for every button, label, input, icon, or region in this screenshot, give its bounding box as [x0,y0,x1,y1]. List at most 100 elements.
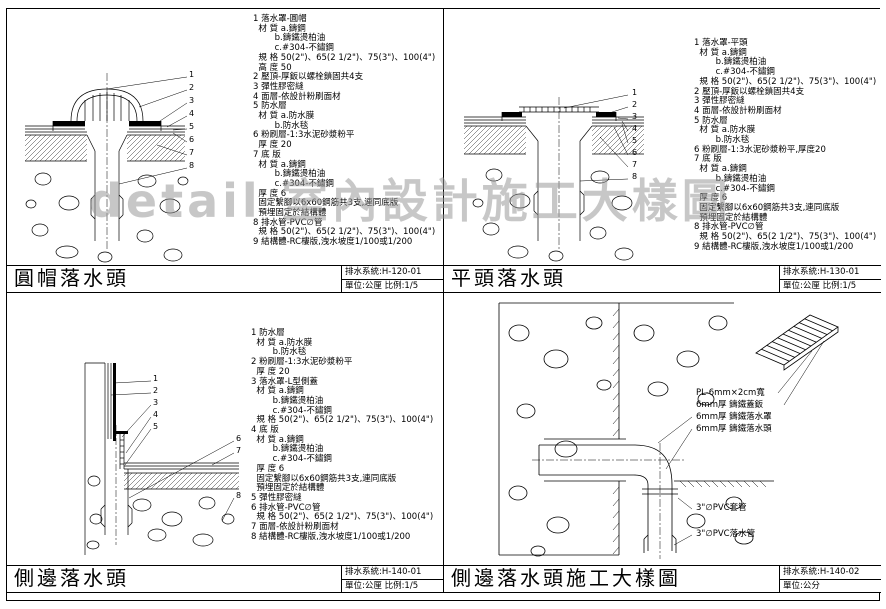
annotation-line: 3 彈性膠密縫 [694,96,745,107]
annotation-line: 3 落水罩-L型側蓋 [251,376,318,387]
drawing-number: 排水系統:H-130-01 [780,266,881,280]
annotation-line: 預埋固定於結構體 [253,208,327,219]
annotation-line: 1 防水層 [251,328,285,338]
annotation-line: b.鑄鐵燙柏油 [253,169,326,180]
annotation-line: 1 落水罩-圓帽 [253,14,307,24]
flat-head-drain-section-drawing [464,94,644,262]
leader-number: 2 [153,386,159,395]
leader-number: 6 [189,135,195,144]
panel-flat-head-drain: 1 落水罩-平頭 材 質 a.鑄鋼 b.鑄鐵燙柏油 c.#304-不鏽鋼 規 格… [444,9,881,293]
annotation-line: 厚 度 20 [251,366,290,377]
annotation-line: c.#304-不鏽鋼 [694,67,775,78]
panel-title: 平頭落水頭 [451,266,566,290]
leader-number: 5 [632,136,638,145]
panel-title: 側邊落水頭施工大樣圖 [451,566,681,590]
annotation-line: 固定繫腳以6x60鋼筋共3支,連同底版 [251,473,397,484]
annotation-line: b.防水毯 [694,135,750,146]
annotation-line: 厚 度 6 [251,463,285,474]
leader-number: 6 [632,148,638,157]
annotation-line: 4 面層-依設計粉刷面材 [694,105,782,116]
annotation-list-round-cap: 1 落水罩-圓帽 材 質 a.鑄鋼 b.鑄鐵燙柏油 c.#304-不鏽鋼 規 格… [253,14,436,248]
annotation-list-flat-head: 1 落水罩-平頭 材 質 a.鑄鋼 b.鑄鐵燙柏油 c.#304-不鏽鋼 規 格… [694,38,877,252]
panel-title: 側邊落水頭 [14,566,129,590]
leader-number: 8 [632,172,638,181]
drawing-info-box: 排水系統:H-130-01 單位:公厘 比例:1/5 [779,266,881,292]
annotation-line: 9 結構體-RC樓版,洩水坡度1/100或1/200 [694,241,854,252]
callout-pvc-sleeve: 3"∅PVC套管 [696,503,747,513]
leader-number: 7 [632,160,638,169]
drawing-number: 排水系統:H-120-01 [342,266,443,280]
annotation-line: b.鑄鐵燙柏油 [251,395,324,406]
leader-number: 8 [189,161,195,170]
leader-number: 1 [632,88,638,97]
leader-number: 7 [189,148,195,157]
annotation-line: 7 底 版 [694,154,722,165]
annotation-line: 5 彈性膠密縫 [251,492,302,503]
annotation-line: 1 落水罩-平頭 [694,38,748,48]
annotation-line: 4 面層-依設計粉刷面材 [253,91,341,102]
title-block: 圓帽落水頭 排水系統:H-120-01 單位:公厘 比例:1/5 [7,265,443,292]
annotation-line: c.#304-不鏽鋼 [253,178,334,189]
leader-number: 1 [189,70,195,79]
leader-number: 8 [236,491,242,500]
round-cap-drain-section-drawing [25,73,189,263]
annotation-line: 4 底 版 [251,425,279,436]
annotation-line: b.鑄鐵燙柏油 [694,57,767,68]
drawing-info-box: 排水系統:H-140-01 單位:公厘 比例:1/5 [341,566,443,592]
leader-number: 4 [153,410,159,419]
callout-grate-cover: 6mm厚 鑄鐵蓋鈑 [696,400,764,410]
leader-number: 4 [189,109,195,118]
annotation-line: 預埋固定於結構體 [694,212,768,223]
panel-title: 圓帽落水頭 [14,266,129,290]
unit-scale: 單位:公分 [783,580,820,591]
annotation-line: b.鑄鐵燙柏油 [253,33,326,44]
annotation-line: 7 面層-依設計粉刷面材 [251,522,339,533]
annotation-line: c.#304-不鏽鋼 [251,405,332,416]
annotation-line: 厚 度 6 [253,188,287,199]
annotation-line: 固定繫腳以6x60鋼筋共3支,連同底版 [694,202,840,213]
annotation-line: 2 粉刷層-1:3水泥砂漿粉平 [251,357,353,368]
annotation-line: 8 結構體-RC樓版,洩水坡度1/100或1/200 [251,531,411,542]
annotation-line: 2 壓頂-厚鈑以螺栓鎖固共4支 [694,86,805,97]
annotation-line: 材 質 a.防水膜 [253,111,315,122]
leader-number: 3 [153,398,159,407]
annotation-line: c.#304-不鏽鋼 [253,43,334,54]
title-block: 側邊落水頭 排水系統:H-140-01 單位:公厘 比例:1/5 [7,565,443,592]
leader-number: 7 [236,446,242,455]
drawing-area-flat-head: 1 落水罩-平頭 材 質 a.鑄鋼 b.鑄鐵燙柏油 c.#304-不鏽鋼 規 格… [444,9,881,265]
annotation-line: 規 格 50(2")、65(2 1/2")、75(3")、100(4") [253,52,436,63]
annotation-line: 規 格 50(2")、65(2 1/2")、75(3")、100(4") [694,76,877,87]
drawing-number: 排水系統:H-140-01 [342,566,443,580]
unit-scale: 單位:公厘 比例:1/5 [783,280,857,291]
leader-number: 6 [236,434,242,443]
leader-number: 3 [189,96,195,105]
unit-scale: 單位:公厘 比例:1/5 [345,580,419,591]
title-block: 側邊落水頭施工大樣圖 排水系統:H-140-02 單位:公分 [444,565,881,592]
annotation-line: c.#304-不鏽鋼 [251,454,332,465]
annotation-line: 材 質 a.鑄鋼 [253,23,306,34]
annotation-line: 9 結構體-RC樓版,洩水坡度1/100或1/200 [253,237,413,248]
side-drain-section-drawing [84,362,239,555]
leader-number: 2 [189,83,195,92]
unit-scale: 單位:公厘 比例:1/5 [345,280,419,291]
callout-drain-hood: 6mm厚 鑄鐵落水罩 [696,412,772,422]
callout-pvc-pipe: 3"∅PVC落水管 [696,529,756,539]
annotation-line: 厚 度 20 [253,140,292,151]
annotation-line: 高 度 50 [253,62,292,73]
annotation-line: 8 排水管-PVC∅管 [694,222,764,233]
panel-round-cap-drain: 1 落水罩-圓帽 材 質 a.鑄鋼 b.鑄鐵燙柏油 c.#304-不鏽鋼 規 格… [7,9,444,293]
drawing-area-round-cap: 1 落水罩-圓帽 材 質 a.鑄鋼 b.鑄鐵燙柏油 c.#304-不鏽鋼 規 格… [7,9,443,265]
annotation-line: 材 質 a.鑄鋼 [694,47,747,58]
title-block: 平頭落水頭 排水系統:H-130-01 單位:公厘 比例:1/5 [444,265,881,292]
annotation-line: 規 格 50(2")、65(2 1/2")、75(3")、100(4") [251,415,434,426]
annotation-line: c.#304-不鏽鋼 [694,183,775,194]
annotation-line: b.鑄鐵燙柏油 [251,444,324,455]
annotation-line: 6 粉刷層-1:3水泥砂漿粉平 [253,130,355,141]
leader-number: 3 [632,112,638,121]
annotation-line: 規 格 50(2")、65(2 1/2")、75(3")、100(4") [253,227,436,238]
annotation-line: 5 防水層 [253,101,287,112]
callout-grate-plate: PL-6mm×2cm寬 [696,388,765,398]
annotation-line: 材 質 a.防水膜 [251,337,313,348]
